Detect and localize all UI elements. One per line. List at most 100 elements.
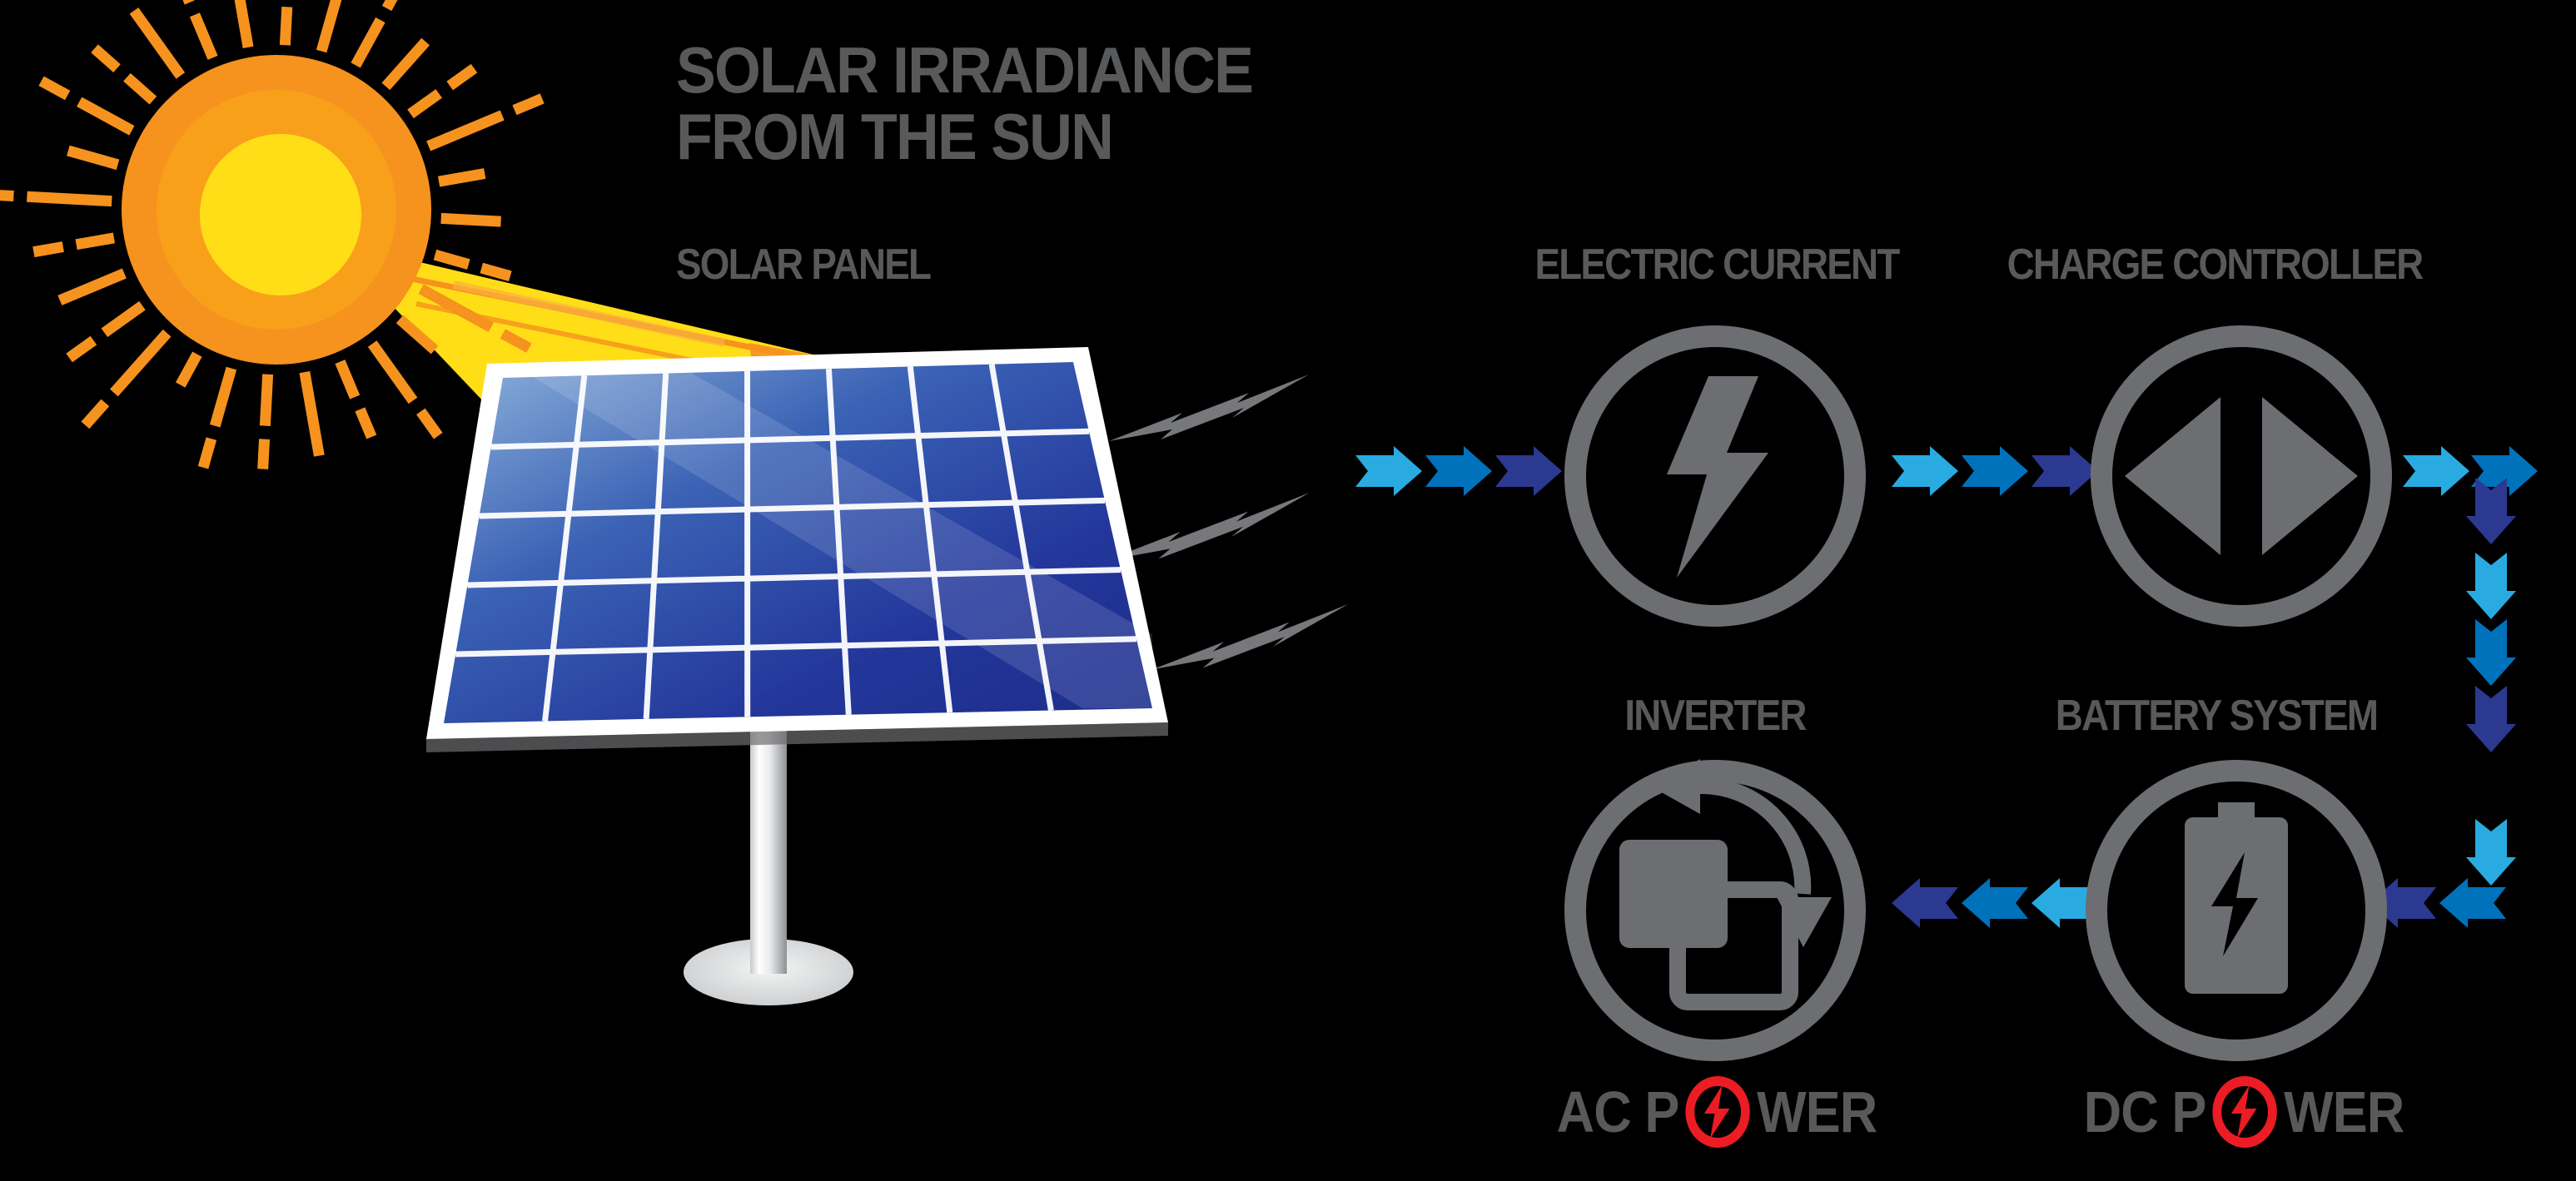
panel-grid-line bbox=[825, 368, 852, 715]
sun-ray bbox=[426, 110, 505, 151]
ac-power-label: AC P WER bbox=[1557, 1072, 1877, 1152]
panel-grid-line bbox=[467, 567, 1121, 588]
sun-ray bbox=[480, 262, 512, 282]
sun-ray bbox=[123, 72, 157, 105]
panel-grid-line bbox=[643, 373, 669, 720]
sun-ray bbox=[446, 63, 478, 91]
energy-bolt-icon bbox=[1152, 604, 1349, 670]
sun-ray bbox=[259, 374, 274, 426]
sun-ray bbox=[189, 12, 218, 60]
sun-ray bbox=[81, 399, 110, 429]
sun-ray bbox=[437, 168, 486, 187]
left-right-triangles-circle-icon bbox=[2091, 325, 2392, 627]
sun-rays bbox=[0, 0, 545, 469]
panel-grid-line bbox=[455, 636, 1137, 657]
sun-ray bbox=[395, 315, 439, 355]
panel-grid-lines bbox=[455, 364, 1137, 722]
sun-ray bbox=[75, 232, 116, 251]
flow-arrow-icon bbox=[2466, 619, 2516, 686]
electric-current-label: ELECTRIC CURRENT bbox=[1534, 241, 1900, 289]
dc-power-label: DC P WER bbox=[2084, 1072, 2404, 1152]
red-lightning-ring-icon bbox=[1685, 1076, 1751, 1148]
flow-arrow-icon bbox=[2466, 553, 2516, 619]
sun-ray bbox=[101, 300, 146, 338]
energy-bolt-icon bbox=[1109, 375, 1309, 441]
dc-power-text-after: WER bbox=[2284, 1079, 2404, 1144]
sun-ray bbox=[27, 191, 112, 207]
sun-ray bbox=[110, 329, 172, 397]
energy-bolt-icon bbox=[1106, 493, 1310, 561]
sun-ray bbox=[182, 0, 195, 5]
ac-power-text-before: AC P bbox=[1556, 1079, 1680, 1144]
flow-arrow-icon bbox=[2403, 446, 2469, 496]
flow-arrow-icon bbox=[1355, 446, 1422, 496]
panel-cells bbox=[444, 362, 1152, 723]
solar-panel-illustration bbox=[426, 347, 1168, 752]
panel-grid-line bbox=[907, 366, 953, 713]
sun-ray bbox=[381, 0, 398, 12]
sun-ray bbox=[381, 37, 430, 91]
red-lightning-ring-icon bbox=[2212, 1076, 2278, 1148]
sun-ray bbox=[197, 437, 217, 469]
ac-power-text-after: WER bbox=[1757, 1079, 1877, 1144]
sun-ray bbox=[500, 329, 532, 353]
sun-ray bbox=[316, 0, 342, 53]
sun-ray bbox=[129, 7, 186, 79]
sun-ray bbox=[209, 366, 237, 428]
sun-icon bbox=[0, 0, 545, 469]
flow-arrow-icon bbox=[1892, 446, 1958, 496]
flow-arrow-icon bbox=[1892, 878, 1958, 928]
battery-system-label: BATTERY SYSTEM bbox=[2055, 692, 2379, 740]
sun-ray bbox=[257, 439, 271, 469]
flow-arrow-icon bbox=[2439, 878, 2506, 928]
flow-arrow-icon bbox=[1962, 446, 2028, 496]
sun-ray bbox=[38, 76, 71, 101]
panel-grid-line bbox=[542, 375, 588, 722]
solar-panel-label: SOLAR PANEL bbox=[676, 241, 932, 289]
sun-ray bbox=[335, 360, 361, 399]
sun-ray bbox=[91, 44, 121, 72]
energy-bolts bbox=[1106, 375, 1349, 670]
sun-ray bbox=[234, 0, 254, 49]
title-line-1: SOLAR IRRADIANCE bbox=[676, 33, 1254, 107]
sun-ray bbox=[57, 268, 127, 305]
flow-arrow-icon bbox=[2031, 446, 2098, 496]
sun-ray bbox=[418, 284, 494, 332]
sun-ray bbox=[175, 351, 202, 388]
flow-arrow-icon bbox=[1962, 878, 2028, 928]
flow-arrow-icon bbox=[1425, 446, 1492, 496]
sun-ray bbox=[367, 340, 418, 404]
lightning-bolt-circle-icon bbox=[1564, 325, 1866, 627]
sun-ray bbox=[299, 370, 325, 457]
sun-ray bbox=[407, 89, 442, 119]
sun-ray bbox=[66, 335, 97, 363]
sun-ray bbox=[77, 97, 135, 136]
flow-arrow-icon bbox=[2466, 819, 2516, 886]
convert-squares-circle-icon bbox=[1564, 759, 1866, 1061]
panel-grid-line bbox=[479, 497, 1106, 519]
flow-arrow-icon bbox=[2466, 686, 2516, 752]
sun-ray bbox=[440, 212, 501, 227]
panel-sheen bbox=[533, 373, 1152, 708]
sun-ray bbox=[279, 6, 293, 46]
sun-ray bbox=[355, 407, 377, 439]
charging-battery-circle-icon bbox=[2086, 760, 2387, 1061]
diagram-title: SOLAR IRRADIANCE FROM THE SUN bbox=[676, 33, 1254, 170]
flow-arrow-icon bbox=[1495, 446, 1562, 496]
panel-grid-line bbox=[490, 428, 1090, 450]
dc-power-text-before: DC P bbox=[2083, 1079, 2207, 1144]
charge-controller-label: CHARGE CONTROLLER bbox=[2007, 241, 2424, 289]
sun-ray bbox=[416, 408, 443, 439]
panel-grid-line bbox=[988, 364, 1054, 712]
sun-ray bbox=[433, 249, 470, 270]
sun-ray bbox=[351, 17, 385, 68]
sun-ray bbox=[512, 93, 545, 116]
inverter-label: INVERTER bbox=[1624, 692, 1807, 740]
sun-ray bbox=[32, 241, 64, 258]
flow-arrow-icon bbox=[2466, 478, 2516, 544]
sun-ray bbox=[0, 190, 14, 201]
panel-pole bbox=[750, 729, 787, 974]
sun-ray bbox=[67, 145, 120, 171]
